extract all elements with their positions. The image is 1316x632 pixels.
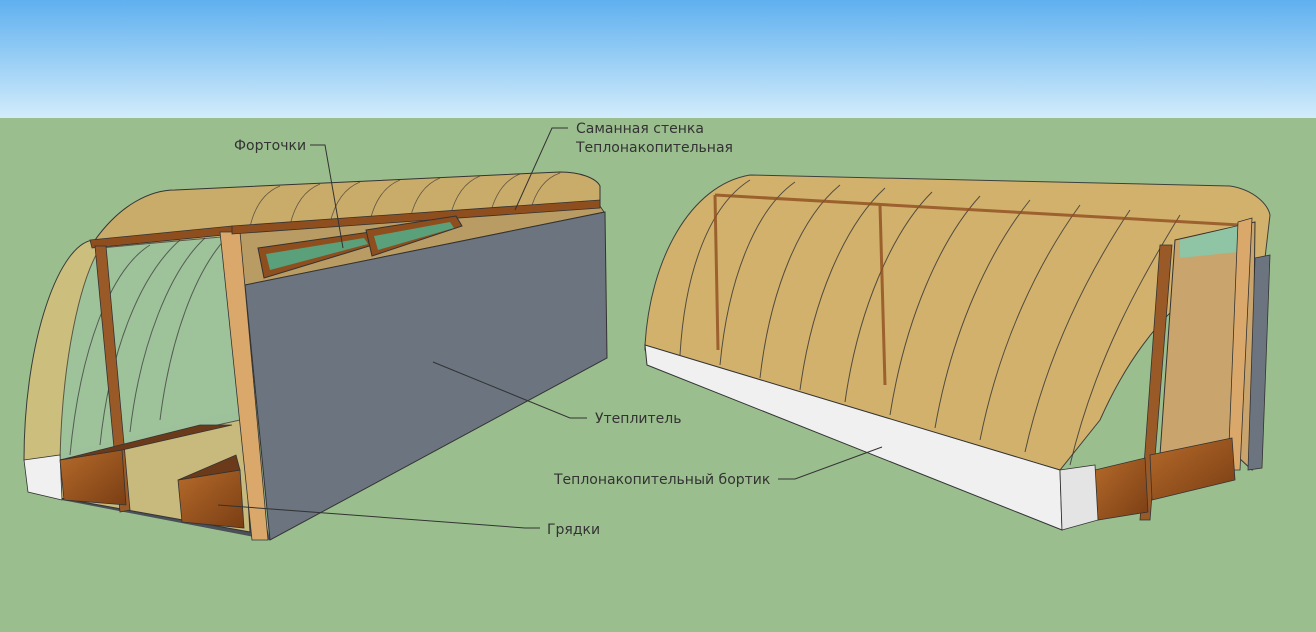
left-top-beam	[231, 199, 601, 235]
left-bed-2-top	[177, 454, 241, 481]
right-end-glass	[1180, 226, 1238, 258]
right-inner-frame	[713, 193, 1241, 386]
left-greenhouse	[23, 171, 608, 541]
leader-uteplitel	[432, 361, 587, 419]
sky	[0, 0, 1316, 118]
left-foundation	[23, 454, 63, 501]
label-samannaya-line1: Саманная стенка	[576, 121, 704, 137]
left-roof	[93, 171, 601, 241]
leader-gryadki	[217, 504, 540, 529]
right-foundation-end	[1059, 464, 1099, 531]
right-end-post-1	[1139, 244, 1173, 521]
vent-2-glass	[374, 222, 454, 250]
leader-bortik	[778, 446, 883, 480]
left-insulation-wall	[244, 211, 608, 541]
right-bed-2	[1149, 437, 1236, 501]
right-end-insulation	[1247, 254, 1271, 471]
label-samannaya-line2: Теплонакопительная	[575, 140, 733, 156]
leader-samannaya	[514, 127, 568, 211]
label-gryadki: Грядки	[547, 522, 600, 538]
right-end-post-2	[1227, 217, 1253, 471]
leader-lines	[217, 127, 883, 529]
left-interior-arches	[69, 235, 229, 456]
right-body	[644, 174, 1271, 471]
label-fortochki: Форточки	[234, 138, 306, 154]
leader-fortochki	[310, 144, 344, 249]
label-uteplitel: Утеплитель	[595, 411, 681, 427]
label-bortik: Теплонакопительный бортик	[553, 472, 770, 488]
left-bed-1-top	[59, 424, 233, 461]
right-greenhouse	[644, 174, 1271, 531]
